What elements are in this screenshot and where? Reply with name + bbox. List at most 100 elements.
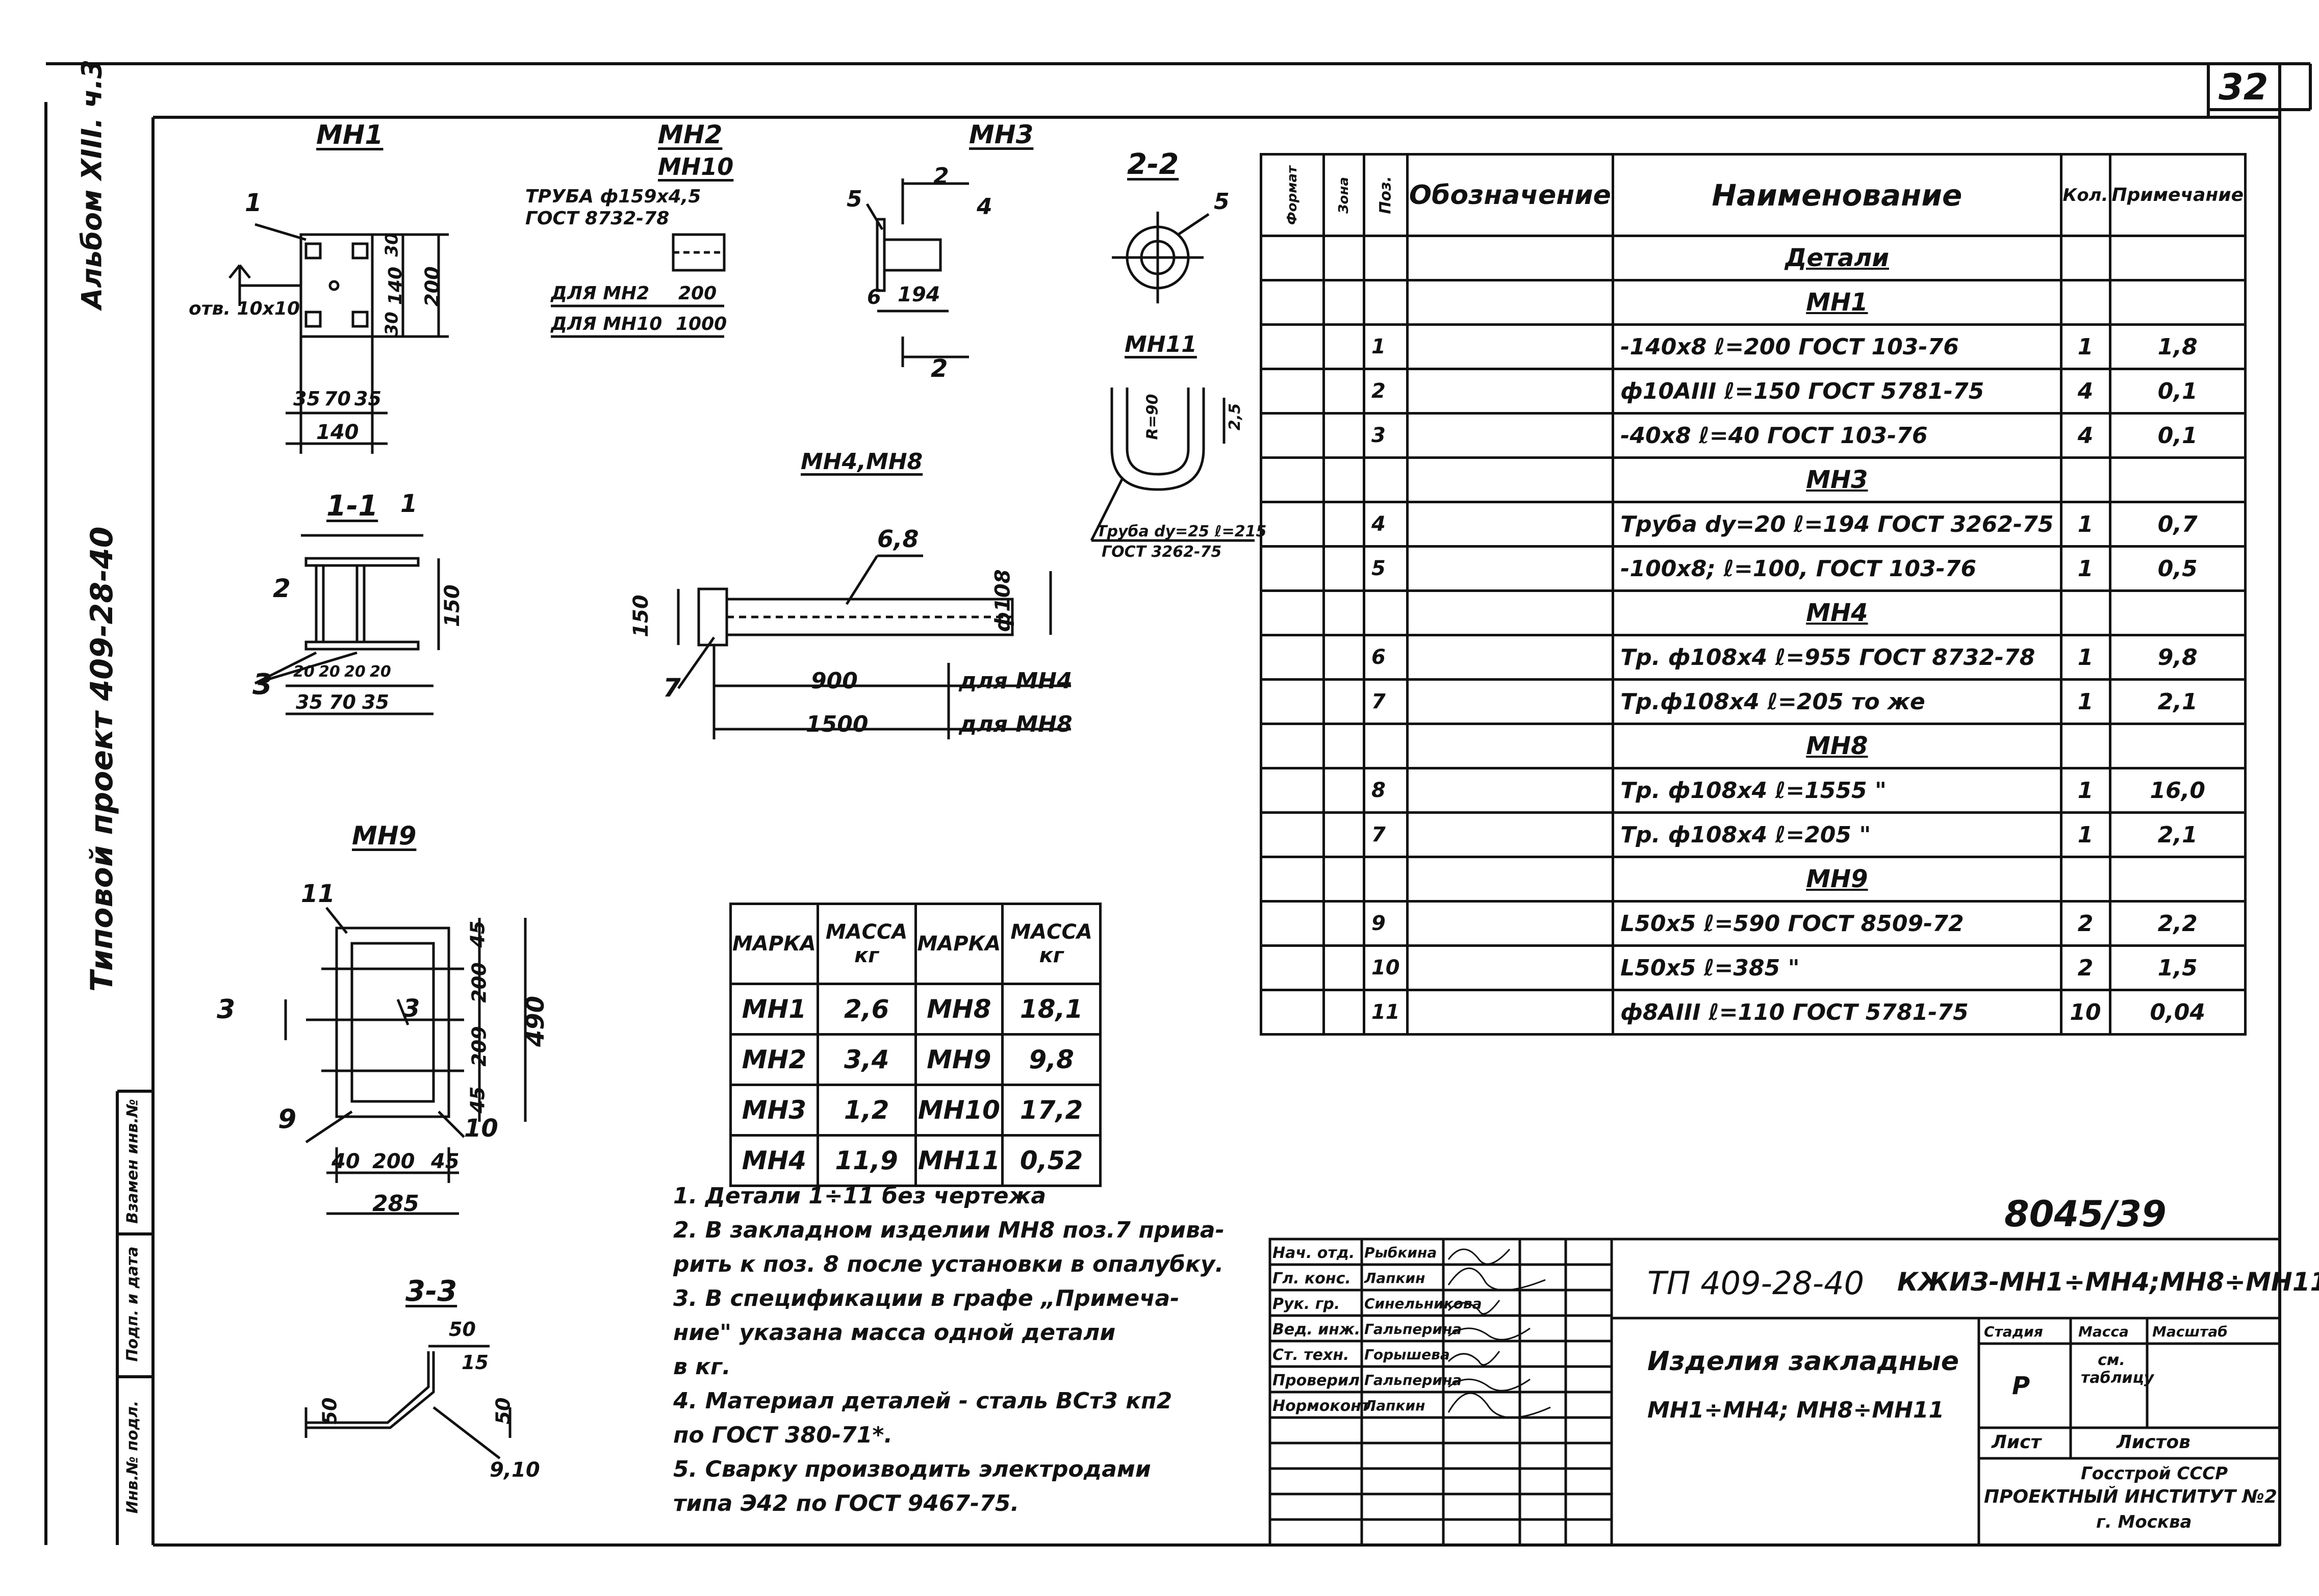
spec-cell-pos: 4 [1362, 501, 1409, 548]
stamp-title-1: Изделия закладные [1647, 1346, 1959, 1377]
mn9-dim: 200 [372, 1150, 415, 1173]
spec-cell-designation [1406, 634, 1615, 681]
mn2-row2-val: 1000 [676, 314, 727, 334]
mn2-title: МН2 [658, 120, 723, 149]
spec-cell-note: 2,1 [2108, 678, 2247, 725]
stamp-sheet-header: Лист [1992, 1432, 2042, 1453]
mn11-gost: ГОСТ 3262-75 [1102, 543, 1222, 561]
spec-cell-name: Тр.ф108х4 ℓ=205 то же [1612, 678, 2062, 725]
spec-cell-note: 1,8 [2108, 323, 2247, 370]
spec-cell-note [2108, 279, 2247, 326]
spec-cell-designation [1406, 811, 1615, 858]
mn3-dim: 194 [898, 283, 940, 306]
stamp-stage-header: Стадия [1984, 1323, 2043, 1340]
section-1-1-dim: 70 [329, 691, 356, 713]
stamp-role: Гл. конс. [1272, 1270, 1351, 1288]
mn1-dim: 140 [316, 421, 359, 444]
spec-cell-format [1259, 634, 1326, 681]
section-3-3-title: 3-3 [405, 1275, 457, 1308]
spec-cell-qty: 1 [2059, 811, 2111, 858]
mass-header-cell: МАССА кг [1001, 903, 1102, 985]
spec-cell-zone [1322, 989, 1365, 1036]
spec-cell-note: 0,7 [2108, 501, 2247, 548]
spec-cell-note: 16,0 [2108, 767, 2247, 814]
spec-header-qty: Кол. [2059, 153, 2111, 237]
spec-cell-zone [1322, 412, 1365, 459]
spec-cell-designation [1406, 589, 1615, 636]
mn1-title: МН1 [316, 120, 384, 150]
spec-cell-name: -40х8 ℓ=40 ГОСТ 103-76 [1612, 412, 2062, 459]
section-1-1-pos: 1 [400, 490, 418, 518]
spec-cell-note [2108, 589, 2247, 636]
spec-section-row: МН3 [1259, 456, 2247, 503]
mn11-title: МН11 [1125, 331, 1197, 357]
mn9-pos: 10 [464, 1114, 498, 1143]
mn4-mn8-drawing [677, 554, 1071, 739]
spec-cell-note: 0,5 [2108, 545, 2247, 592]
mn9-drawing [284, 907, 527, 1215]
stamp-scale-header: Масштаб [2152, 1323, 2228, 1340]
stamp-stage: Р [2012, 1372, 2030, 1400]
spec-cell-note [2108, 235, 2247, 281]
spec-cell-pos: 10 [1362, 944, 1409, 991]
mass-cell: МН3 [729, 1084, 819, 1137]
section-2-2-drawing [1112, 212, 1210, 303]
section-1-1-dim: 20 [293, 663, 315, 681]
mass-cell: 1,2 [816, 1084, 917, 1137]
mn2-row1-val: 200 [678, 283, 717, 304]
spec-cell-zone [1322, 368, 1365, 415]
mass-cell: 9,8 [1001, 1033, 1102, 1086]
spec-cell-name: L50х5 ℓ=590 ГОСТ 8509-72 [1612, 900, 2062, 947]
archive-number: 8045/39 [2004, 1193, 2167, 1235]
spec-cell-note: 0,1 [2108, 412, 2247, 459]
mass-cell: 18,1 [1001, 983, 1102, 1036]
spec-cell-pos: 8 [1362, 767, 1409, 814]
section-2-2-pos: 5 [1214, 189, 1230, 215]
mass-cell: 11,9 [816, 1134, 917, 1187]
mn3-dim: 2 [933, 163, 949, 189]
spec-cell-zone [1322, 856, 1365, 903]
mass-cell: МН9 [914, 1033, 1004, 1086]
spec-cell-name: Детали [1612, 235, 2062, 281]
mass-cell: 3,4 [816, 1033, 917, 1086]
note-line: типа Э42 по ГОСТ 9467-75. [673, 1490, 1020, 1516]
mn9-pos: 3 [403, 994, 420, 1023]
spec-cell-pos: 7 [1362, 678, 1409, 725]
spec-cell-qty [2059, 589, 2111, 636]
mn1-dim: 35 [354, 388, 381, 410]
stamp-role: Нач. отд. [1272, 1244, 1355, 1262]
spec-cell-qty [2059, 723, 2111, 769]
mn2-pipe: ТРУБА ф159х4,5 [525, 186, 701, 207]
stamp-org-2: ПРОЕКТНЫЙ ИНСТИТУТ №2 [1984, 1486, 2277, 1507]
spec-cell-note: 2,2 [2108, 900, 2247, 947]
spec-cell-qty: 2 [2059, 944, 2111, 991]
spec-cell-name: МН3 [1612, 456, 2062, 503]
section-1-1-drawing [254, 534, 440, 715]
spec-cell-pos [1362, 589, 1409, 636]
stamp-org-1: Госстрой СССР [2081, 1463, 2228, 1484]
mn1-dim: 35 [293, 388, 320, 410]
mn3-title: МН3 [969, 120, 1034, 149]
spec-cell-name: Труба dу=20 ℓ=194 ГОСТ 3262-75 [1612, 501, 2062, 548]
spec-cell-pos: 5 [1362, 545, 1409, 592]
spec-header-zone: Зона [1322, 153, 1365, 237]
spec-cell-qty: 1 [2059, 545, 2111, 592]
stamp-name: Лапкин [1364, 1270, 1425, 1286]
spec-section-row: МН1 [1259, 279, 2247, 326]
stamp-sheets-header: Листов [2117, 1432, 2190, 1453]
spec-cell-format [1259, 323, 1326, 370]
stamp-role: Проверил [1272, 1372, 1360, 1389]
spec-cell-zone [1322, 944, 1365, 991]
spec-cell-zone [1322, 235, 1365, 281]
spec-cell-format [1259, 412, 1326, 459]
section-1-1-pos: 2 [273, 574, 291, 603]
spec-cell-zone [1322, 767, 1365, 814]
mass-header-cell: МАССА кг [816, 903, 917, 985]
spec-cell-zone [1322, 279, 1365, 326]
